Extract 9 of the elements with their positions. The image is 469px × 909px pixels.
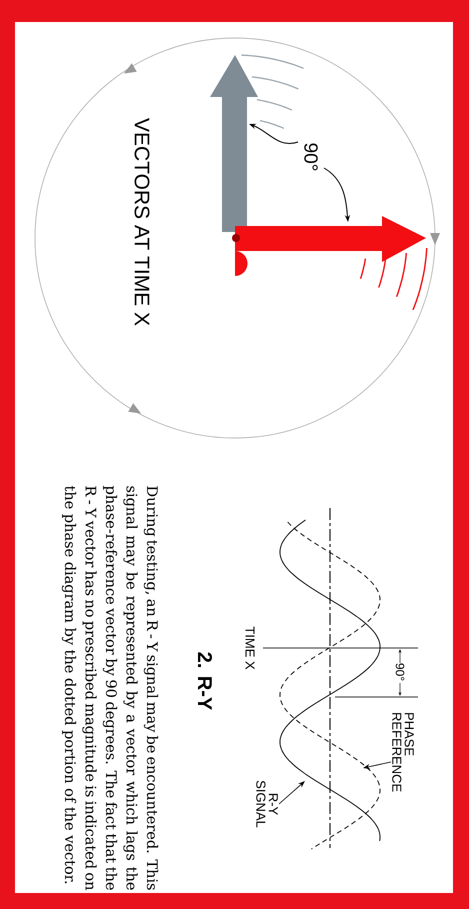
caption-text: VECTORS AT TIME X bbox=[134, 118, 150, 326]
angle-label: 90° bbox=[304, 144, 318, 170]
callout-text: PHASE REFERENCE bbox=[392, 713, 414, 792]
body-paragraph: During testing, an R - Y signal may be encountered. This signal may be represented by a vector which lags the phase-reference vector by 90 degrees. The fact that the R - Y vector has no prescribed magnitude is indicated on the phase diagram by the dotted portion of the vector. bbox=[62, 486, 158, 890]
heading: 2. R-Y bbox=[198, 652, 212, 710]
leader-line bbox=[278, 781, 305, 804]
dimension-label: 90° bbox=[396, 664, 404, 680]
callout-text: R-Y SIGNAL bbox=[256, 780, 278, 828]
axis-label: TIME X bbox=[246, 626, 254, 670]
